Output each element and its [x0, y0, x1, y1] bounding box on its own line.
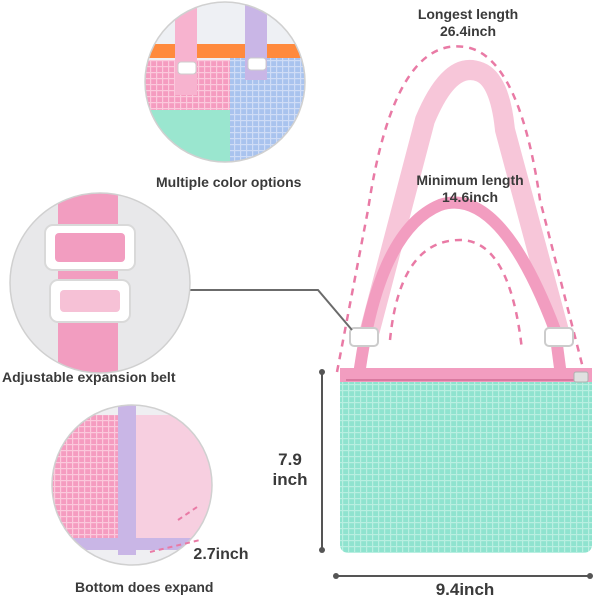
minimum-length-label: Minimum length 14.6inch: [398, 172, 542, 206]
longest-length-label: Longest length 26.4inch: [398, 6, 538, 40]
longest-length-dash: [335, 45, 586, 373]
bottom-expand-photo: [52, 405, 212, 565]
expansion-belt-label: Adjustable expansion belt: [2, 369, 176, 385]
color-options-photo: [145, 2, 305, 162]
bottom-depth-label: 2.7inch: [193, 546, 249, 563]
bottom-depth-dash: [149, 504, 201, 553]
color-options-label: Multiple color options: [156, 174, 302, 190]
buckle-connector: [190, 289, 353, 331]
width-label: 9.4inch: [435, 580, 495, 599]
minimum-length-dash: [388, 238, 524, 351]
longest-length-title: Longest length: [417, 6, 519, 22]
zipper-pull: [573, 371, 589, 383]
minimum-length-value: 14.6inch: [441, 189, 499, 205]
buckle-photo: [10, 193, 190, 373]
longest-length-value: 26.4inch: [439, 23, 497, 39]
height-value: 7.9: [278, 450, 302, 469]
height-unit: inch: [272, 470, 308, 489]
right-buckle: [544, 327, 574, 347]
long-strap: [360, 60, 570, 345]
short-strap: [354, 196, 566, 374]
left-buckle: [349, 327, 379, 347]
bottom-expand-label: Bottom does expand: [75, 579, 214, 595]
height-label: 7.9 inch: [264, 450, 316, 490]
mesh-bag-body: [340, 368, 592, 553]
minimum-length-title: Minimum length: [416, 172, 524, 188]
